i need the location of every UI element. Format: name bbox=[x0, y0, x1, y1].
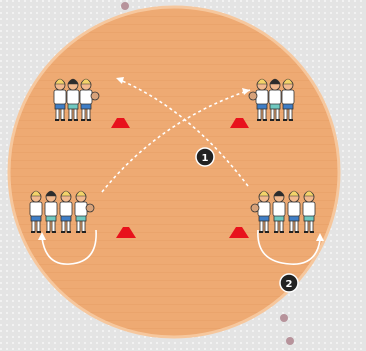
step-marker-2: 2 bbox=[280, 274, 298, 292]
decor-dot bbox=[280, 314, 288, 322]
step-marker-label: 1 bbox=[202, 153, 209, 164]
decor-dot bbox=[286, 337, 294, 345]
decor-dot bbox=[121, 2, 129, 10]
player-group-bottom-left bbox=[30, 191, 94, 233]
ball bbox=[249, 92, 257, 100]
player-group-bottom-right bbox=[251, 191, 315, 233]
step-marker-1: 1 bbox=[196, 148, 214, 166]
ball bbox=[91, 92, 99, 100]
ball bbox=[86, 204, 94, 212]
step-marker-label: 2 bbox=[286, 279, 293, 290]
ball bbox=[251, 204, 259, 212]
